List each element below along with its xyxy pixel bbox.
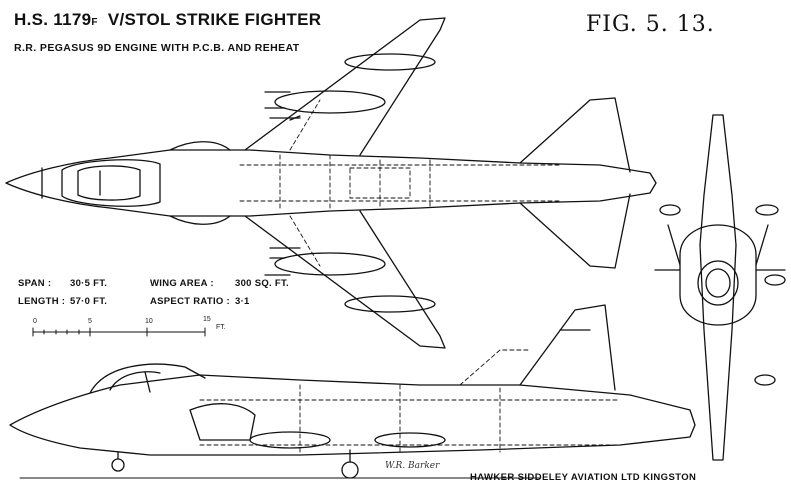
model-suffix: F	[91, 17, 98, 28]
engine-subtitle: R.R. PEGASUS 9D ENGINE WITH P.C.B. AND R…	[14, 42, 300, 54]
front-view	[654, 114, 786, 461]
drawing-title: H.S. 1179F V/STOL STRIKE FIGHTER	[14, 10, 321, 30]
spec-wing-area-label: WING AREA :	[150, 278, 214, 289]
scale-bar	[32, 327, 206, 337]
manufacturer-label: HAWKER SIDDELEY AVIATION LTD KINGSTON	[470, 472, 697, 483]
scale-unit: FT.	[216, 324, 226, 331]
scale-tick-5: 5	[88, 318, 92, 325]
model-number: H.S. 1179	[14, 10, 92, 29]
plan-view	[5, 17, 657, 349]
figure-label: FIG. 5. 13.	[586, 12, 715, 37]
spec-length-value: 57·0 FT.	[70, 296, 108, 307]
scale-tick-0: 0	[33, 318, 37, 325]
aircraft-name: V/STOL STRIKE FIGHTER	[107, 10, 322, 29]
spec-aspect-ratio-value: 3·1	[235, 296, 250, 307]
scale-tick-15: 15	[203, 316, 211, 323]
spec-span-label: SPAN :	[18, 278, 52, 289]
spec-wing-area-value: 300 SQ. FT.	[235, 278, 289, 289]
scale-tick-10: 10	[145, 318, 153, 325]
draftsman-signature: W.R. Barker	[385, 461, 440, 471]
spec-aspect-ratio-label: ASPECT RATIO :	[150, 296, 231, 307]
side-view	[9, 304, 696, 479]
spec-span-value: 30·5 FT.	[70, 278, 108, 289]
spec-length-label: LENGTH :	[18, 296, 66, 307]
